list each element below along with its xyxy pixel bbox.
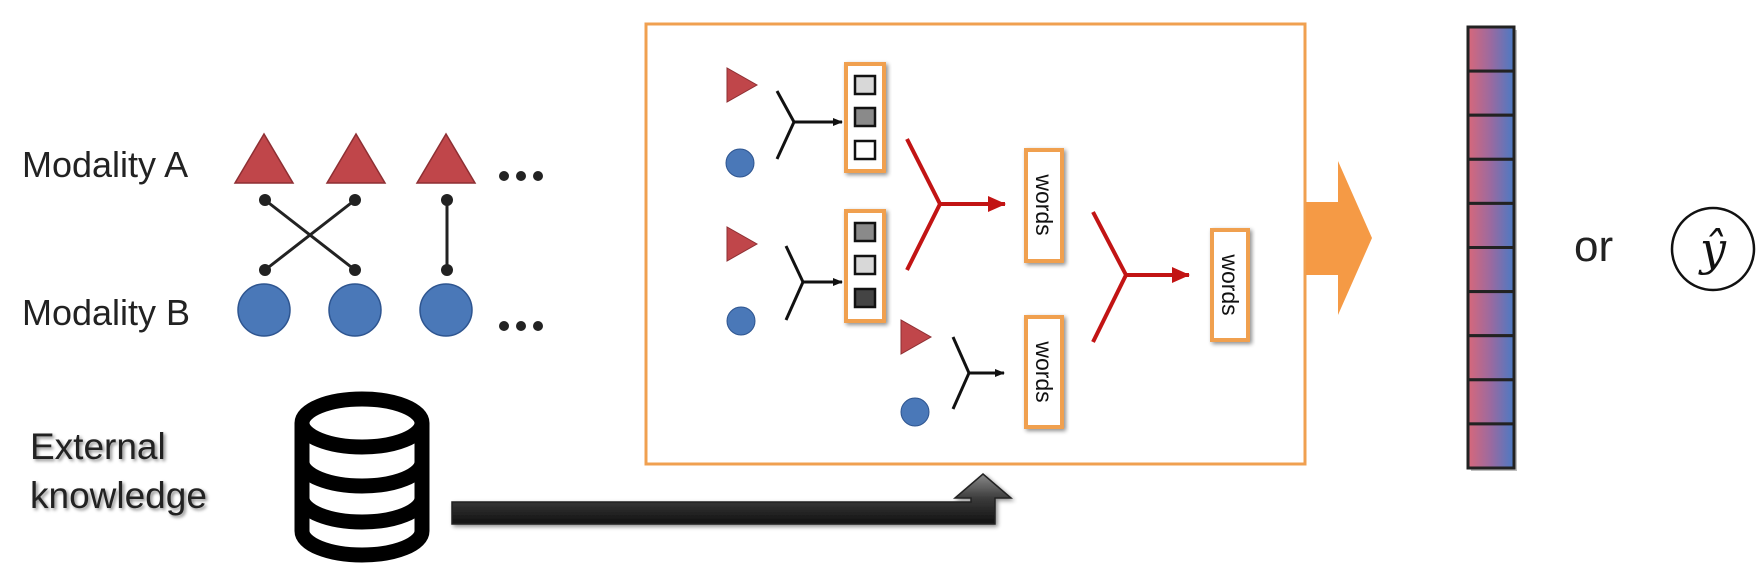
external-knowledge-label-line1: External [30, 426, 166, 467]
triangle-a1 [233, 132, 295, 184]
small-circle-1 [725, 148, 755, 178]
vector-cell [1466, 157, 1516, 205]
words-box-3: words [1210, 228, 1250, 342]
fusion-model-frame [644, 22, 1307, 466]
y-hat-icon: ŷ [1670, 206, 1756, 292]
output-vector [1466, 25, 1517, 471]
alignment-dots [259, 194, 453, 276]
modality-b-label: Modality B [22, 292, 191, 333]
triangle-a3 [415, 132, 477, 184]
alignment-lines [264, 198, 449, 272]
vector-cell [1466, 290, 1516, 338]
vector-cell [1466, 201, 1516, 249]
small-triangle-2 [726, 226, 759, 262]
words-box-2: words [1024, 315, 1064, 429]
modality-a-label: Modality A [22, 144, 189, 185]
ellipsis-icon [499, 171, 543, 181]
red-fusion-2 [1091, 211, 1190, 343]
vector-cell [1466, 246, 1516, 294]
red-fusion-1 [905, 138, 1006, 271]
vector-cell [1466, 422, 1516, 470]
token-stack-2 [844, 209, 886, 323]
or-label: or [1574, 222, 1614, 271]
external-knowledge-label-line2: knowledge [30, 475, 207, 516]
vector-cell [1466, 113, 1516, 161]
vector-cell [1466, 25, 1516, 73]
small-circle-3 [900, 397, 930, 427]
vector-cell [1466, 69, 1516, 117]
small-circle-2 [726, 306, 756, 336]
token-stack-1 [844, 62, 886, 173]
triangle-a2 [325, 132, 387, 184]
output-arrow [1306, 161, 1372, 315]
small-fusion-1 [775, 90, 843, 160]
words-text-1: words [1031, 173, 1057, 235]
circle-b2 [328, 283, 382, 337]
circle-b1 [237, 283, 291, 337]
small-fusion-3 [951, 336, 1005, 410]
align-line-2 [264, 198, 356, 272]
vector-cell [1466, 378, 1516, 426]
words-box-1: words [1024, 148, 1064, 263]
words-text-2: words [1031, 340, 1057, 402]
circle-b3 [419, 283, 473, 337]
small-triangle-3 [900, 319, 933, 355]
small-triangle-1 [726, 67, 759, 103]
vector-cell [1466, 334, 1516, 382]
words-text-3: words [1217, 253, 1243, 315]
modality-b-circles [237, 283, 473, 337]
small-fusion-2 [784, 245, 843, 321]
database-icon [294, 391, 430, 563]
ellipsis-icon [499, 321, 543, 331]
knowledge-arrow [451, 473, 1014, 525]
modality-a-triangles [233, 132, 477, 184]
y-hat-text: ŷ [1698, 222, 1727, 276]
